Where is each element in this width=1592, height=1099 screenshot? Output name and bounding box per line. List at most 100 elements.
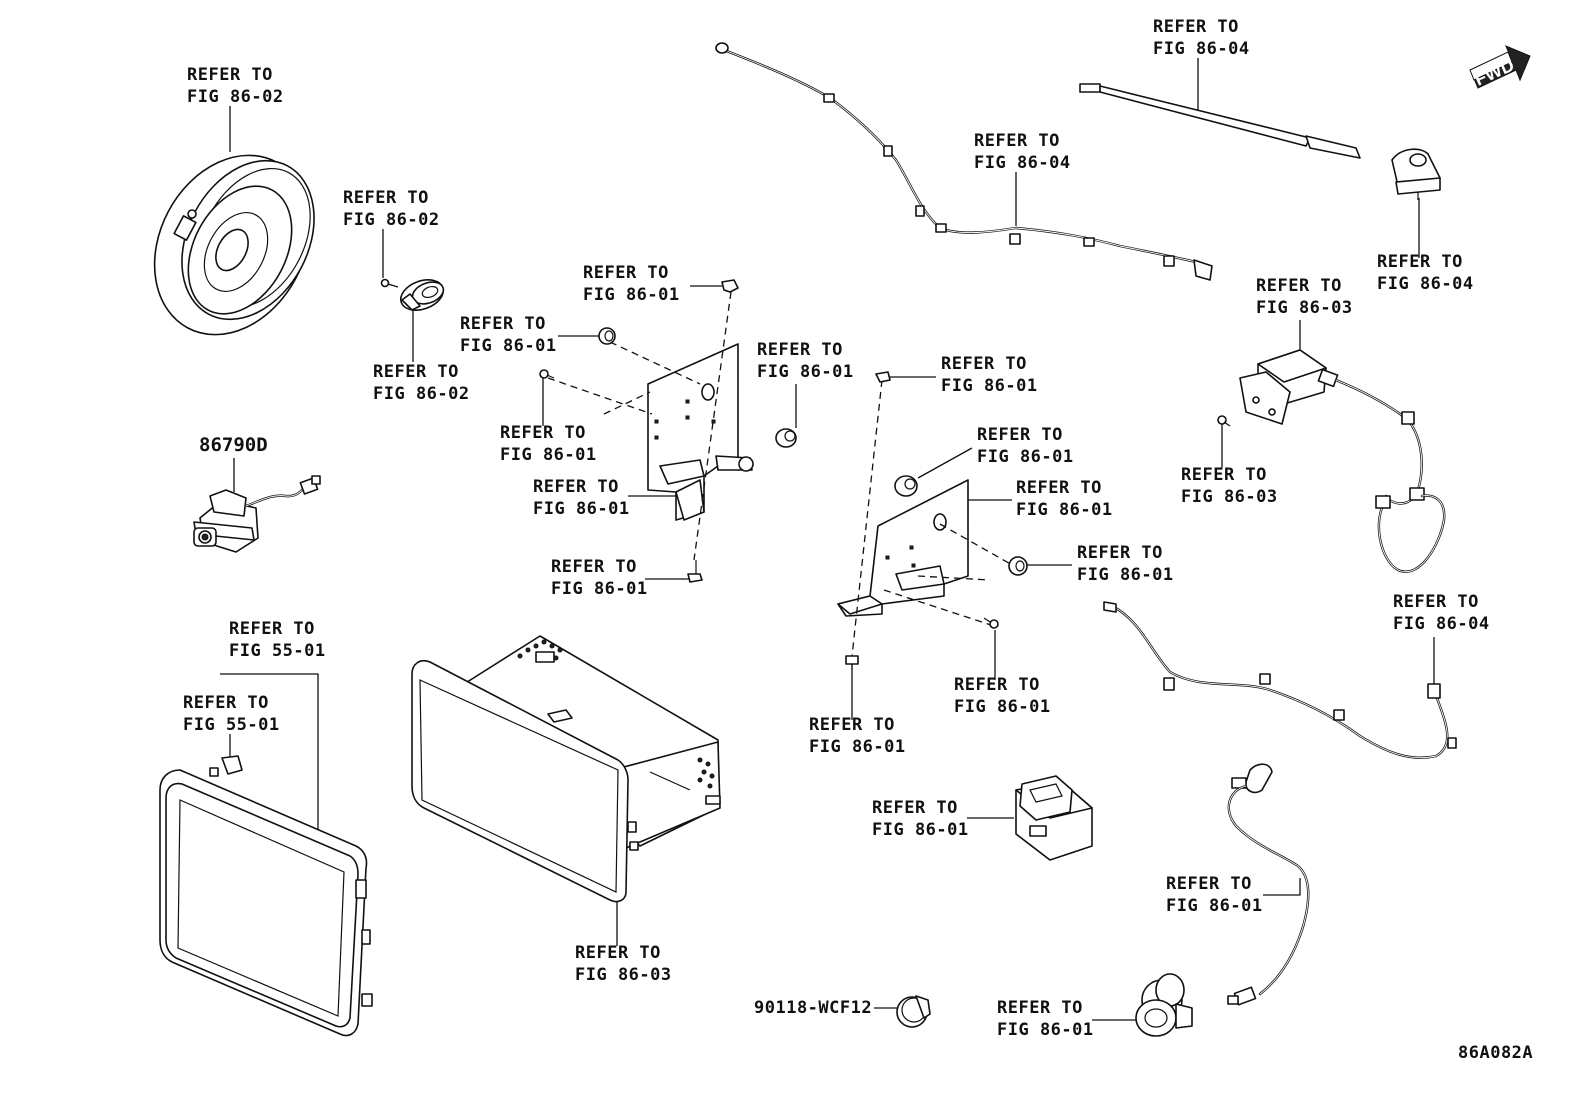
label-bracket-l-clip-ref[interactable]: REFER TO FIG 86-01 [583,263,680,305]
svg-text:FIG 86-01: FIG 86-01 [977,447,1074,467]
svg-text:REFER TO: REFER TO [460,314,546,334]
label-head-unit-ref[interactable]: REFER TO FIG 86-03 [575,943,672,985]
svg-text:90118-WCF12: 90118-WCF12 [754,998,872,1018]
right-bracket-assembly [837,371,1028,670]
label-part-86790d[interactable]: 86790D [199,434,268,456]
svg-text:REFER TO: REFER TO [1166,874,1252,894]
svg-text:FIG 86-02: FIG 86-02 [373,384,470,404]
label-bracket-r-bolt-ref[interactable]: REFER TO FIG 86-01 [809,715,906,757]
label-display-ref[interactable]: REFER TO FIG 55-01 [229,619,326,661]
amplifier [1217,349,1446,573]
label-amp-screw-ref[interactable]: REFER TO FIG 86-03 [1181,465,1278,507]
label-part-90118[interactable]: 90118-WCF12 [754,998,872,1018]
right-harness [1103,601,1457,759]
label-bracket-r-grommet-ref[interactable]: REFER TO FIG 86-01 [1077,543,1174,585]
head-unit [411,635,721,903]
svg-text:FIG 86-03: FIG 86-03 [575,965,672,985]
svg-text:FIG 86-01: FIG 86-01 [500,445,597,465]
antenna-base [1391,148,1441,200]
svg-text:REFER TO: REFER TO [500,423,586,443]
label-bracket-l-screw-ref[interactable]: REFER TO FIG 86-01 [500,423,597,465]
switch-unit [1015,775,1093,861]
svg-text:FIG 86-01: FIG 86-01 [872,820,969,840]
svg-text:FIG 86-01: FIG 86-01 [809,737,906,757]
svg-text:FIG 86-01: FIG 86-01 [551,579,648,599]
svg-text:REFER TO: REFER TO [343,188,429,208]
svg-text:FIG 86-01: FIG 86-01 [941,376,1038,396]
svg-text:REFER TO: REFER TO [373,362,459,382]
svg-text:REFER TO: REFER TO [974,131,1060,151]
svg-text:FIG 55-01: FIG 55-01 [229,641,326,661]
left-bracket-assembly [539,279,797,583]
svg-text:86790D: 86790D [199,434,268,456]
svg-text:REFER TO: REFER TO [872,798,958,818]
svg-text:REFER TO: REFER TO [583,263,669,283]
svg-text:FIG 86-01: FIG 86-01 [460,336,557,356]
figure-code: 86A082A [1458,1043,1533,1063]
cap-90118-wcf12 [896,995,931,1028]
svg-text:REFER TO: REFER TO [551,557,637,577]
svg-text:FIG 86-01: FIG 86-01 [954,697,1051,717]
svg-text:FIG 86-01: FIG 86-01 [1077,565,1174,585]
svg-text:REFER TO: REFER TO [183,693,269,713]
label-bracket-l-grommet-ref[interactable]: REFER TO FIG 86-01 [460,314,557,356]
svg-text:REFER TO: REFER TO [575,943,661,963]
display-panel [159,755,373,1037]
label-amp-ref[interactable]: REFER TO FIG 86-03 [1256,276,1353,318]
svg-text:FIG 55-01: FIG 55-01 [183,715,280,735]
label-usb-harness-ref[interactable]: REFER TO FIG 86-01 [1166,874,1263,916]
label-bracket-l-ref[interactable]: REFER TO FIG 86-01 [533,477,630,519]
svg-text:86A082A: 86A082A [1458,1043,1533,1063]
label-switch-ref[interactable]: REFER TO FIG 86-01 [872,798,969,840]
label-bracket-l-nut-ref[interactable]: REFER TO FIG 86-01 [757,340,854,382]
label-bracket-r-clip-ref[interactable]: REFER TO FIG 86-01 [941,354,1038,396]
svg-text:REFER TO: REFER TO [997,998,1083,1018]
label-bracket-r-nut-ref[interactable]: REFER TO FIG 86-01 [977,425,1074,467]
label-tweeter-bottom-ref[interactable]: REFER TO FIG 86-02 [373,362,470,404]
svg-text:REFER TO: REFER TO [229,619,315,639]
svg-text:FIG 86-02: FIG 86-02 [343,210,440,230]
svg-text:FIG 86-01: FIG 86-01 [997,1020,1094,1040]
svg-text:REFER TO: REFER TO [1377,252,1463,272]
label-usb-port-ref[interactable]: REFER TO FIG 86-01 [997,998,1094,1040]
svg-text:REFER TO: REFER TO [1016,478,1102,498]
label-tweeter-top-ref[interactable]: REFER TO FIG 86-02 [343,188,440,230]
usb-port [1135,973,1193,1037]
label-display-clip-ref[interactable]: REFER TO FIG 55-01 [183,693,280,735]
label-bracket-r-screw-ref[interactable]: REFER TO FIG 86-01 [954,675,1051,717]
usb-harness [1227,763,1310,1006]
svg-text:FIG 86-04: FIG 86-04 [1393,614,1490,634]
svg-text:FIG 86-02: FIG 86-02 [187,87,284,107]
label-harness-right-ref[interactable]: REFER TO FIG 86-04 [1393,592,1490,634]
svg-text:FIG 86-01: FIG 86-01 [533,499,630,519]
fwd-arrow-icon: FWD [1469,45,1531,90]
top-harness [715,42,1213,281]
svg-text:FIG 86-03: FIG 86-03 [1181,487,1278,507]
svg-text:FIG 86-03: FIG 86-03 [1256,298,1353,318]
label-bracket-l-bolt-ref[interactable]: REFER TO FIG 86-01 [551,557,648,599]
svg-text:FIG 86-04: FIG 86-04 [1377,274,1474,294]
svg-text:REFER TO: REFER TO [757,340,843,360]
label-rod-antenna-ref[interactable]: REFER TO FIG 86-04 [1153,17,1250,59]
svg-text:REFER TO: REFER TO [1077,543,1163,563]
svg-text:REFER TO: REFER TO [977,425,1063,445]
speaker [153,154,315,336]
svg-text:REFER TO: REFER TO [1153,17,1239,37]
rod-antenna [1079,83,1361,159]
svg-text:REFER TO: REFER TO [941,354,1027,374]
label-speaker-ref[interactable]: REFER TO FIG 86-02 [187,65,284,107]
svg-text:FIG 86-01: FIG 86-01 [1166,896,1263,916]
label-antenna-base-ref[interactable]: REFER TO FIG 86-04 [1377,252,1474,294]
svg-text:REFER TO: REFER TO [1256,276,1342,296]
svg-text:REFER TO: REFER TO [533,477,619,497]
svg-text:REFER TO: REFER TO [1393,592,1479,612]
svg-text:FIG 86-01: FIG 86-01 [583,285,680,305]
camera-86790d [193,475,321,553]
svg-text:FIG 86-04: FIG 86-04 [974,153,1071,173]
svg-text:REFER TO: REFER TO [1181,465,1267,485]
tweeter [380,278,445,311]
label-bracket-r-ref[interactable]: REFER TO FIG 86-01 [1016,478,1113,520]
svg-text:FIG 86-01: FIG 86-01 [757,362,854,382]
label-harness-top-ref[interactable]: REFER TO FIG 86-04 [974,131,1071,173]
